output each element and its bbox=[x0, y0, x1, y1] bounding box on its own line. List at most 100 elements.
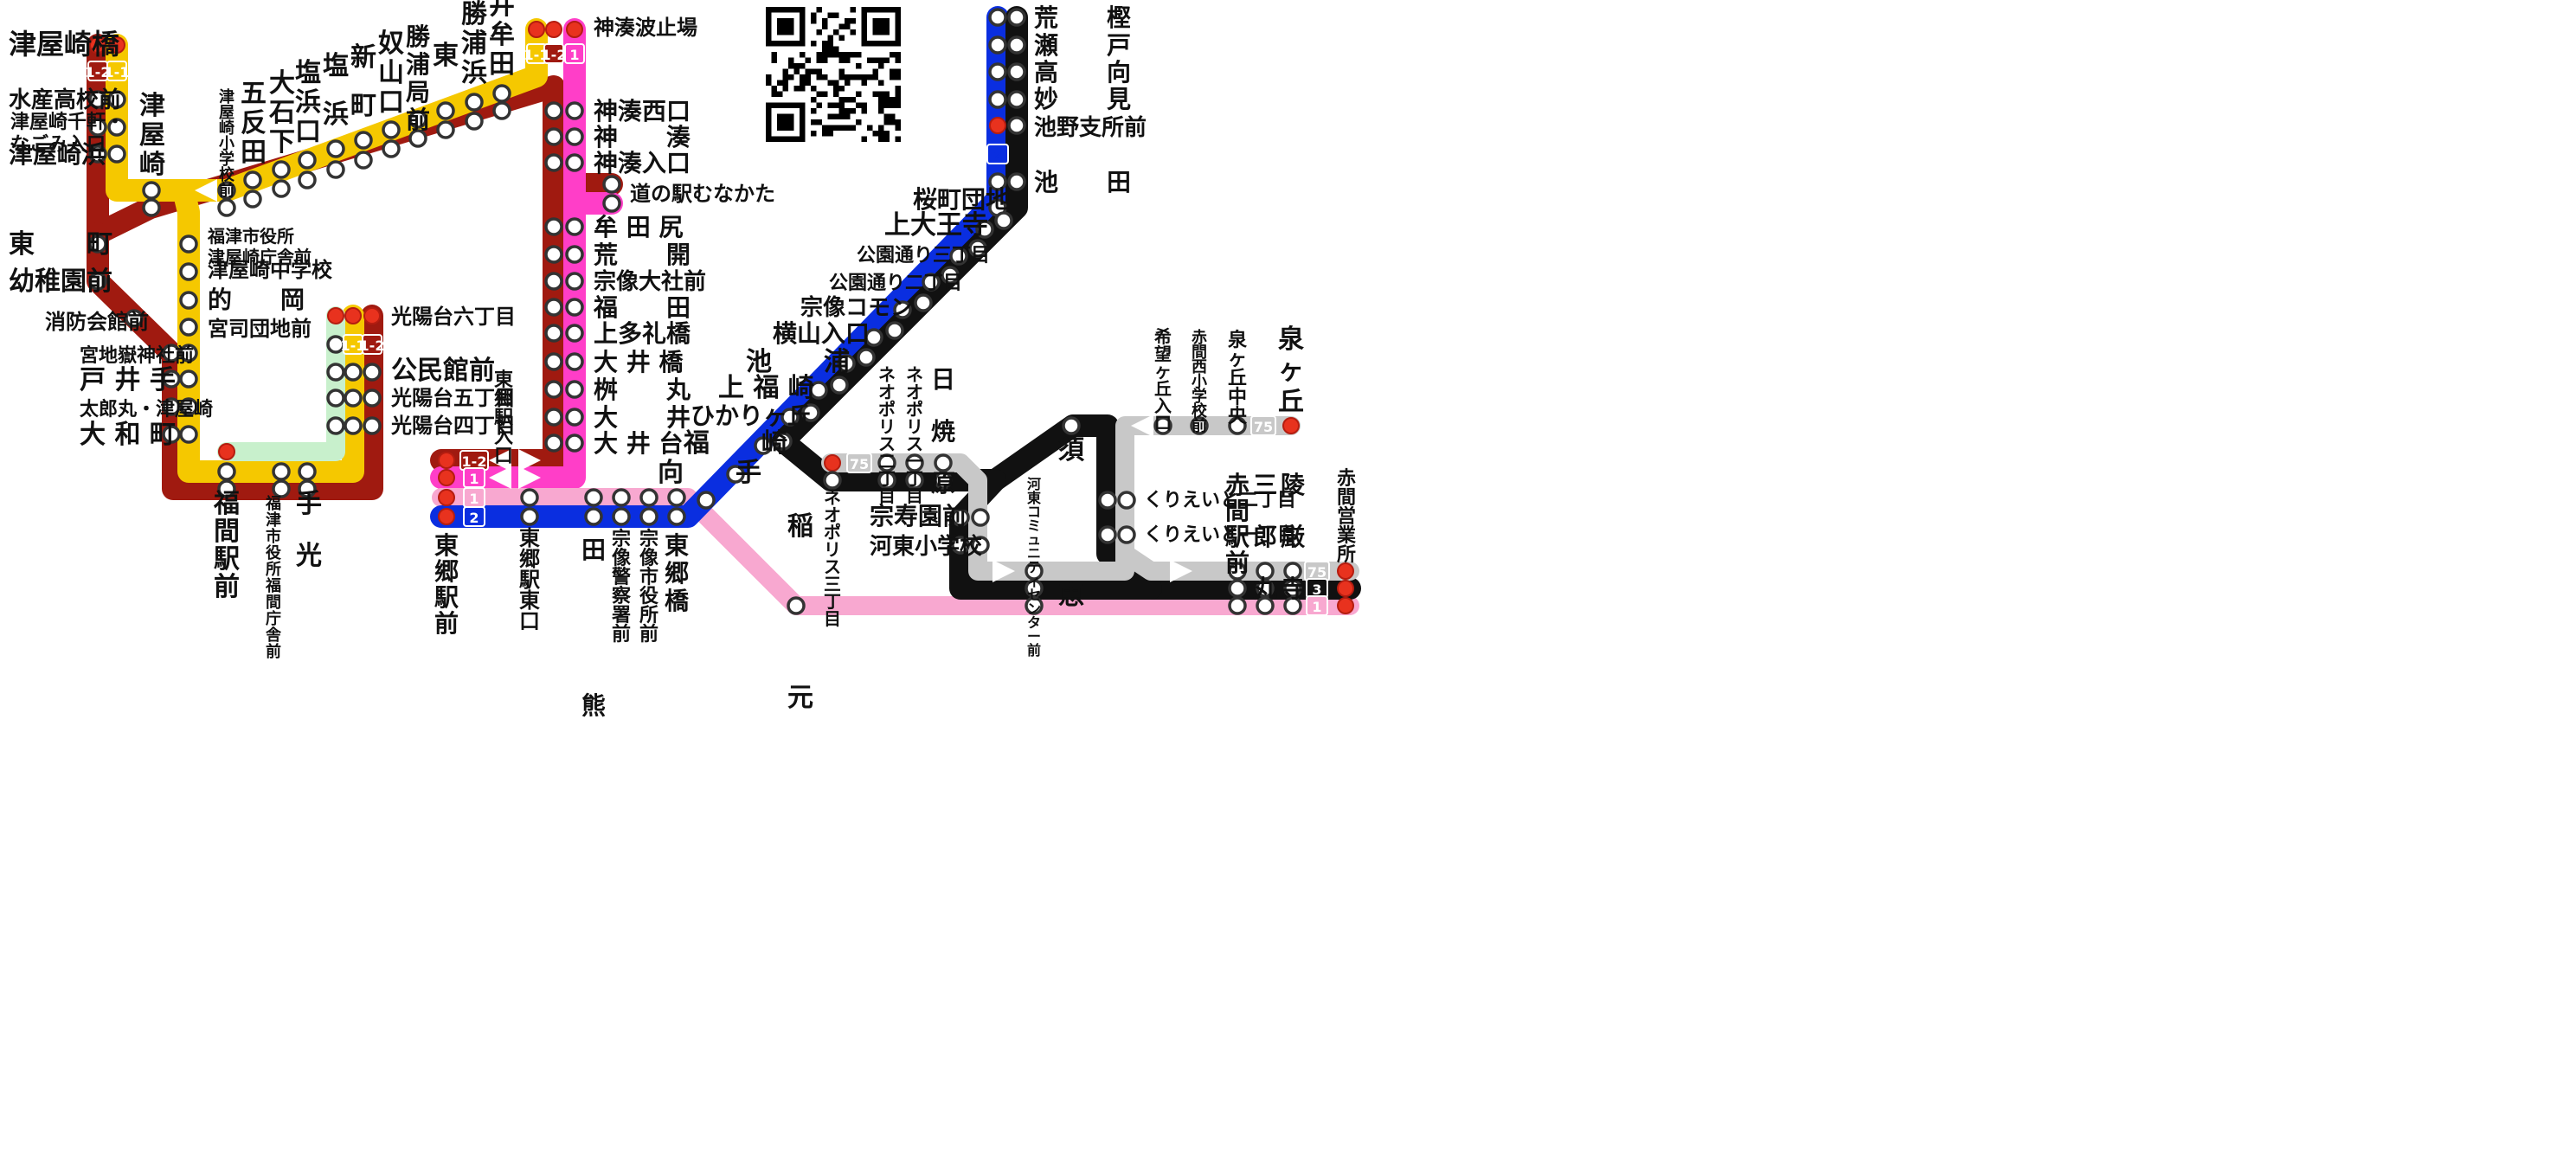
qr-module bbox=[878, 91, 884, 97]
station-marker bbox=[951, 508, 970, 527]
stop-label-neopolis3: ネオポリス三丁目 bbox=[824, 487, 841, 629]
station-marker bbox=[298, 170, 317, 189]
qr-module bbox=[856, 102, 862, 108]
qr-module bbox=[800, 80, 806, 86]
route-badge-box bbox=[362, 334, 382, 355]
qr-module bbox=[782, 86, 788, 92]
stop-label-tarouumaru: 太郎丸・津屋崎 bbox=[80, 398, 213, 421]
station-marker bbox=[544, 380, 563, 399]
terminal-marker bbox=[545, 21, 562, 38]
qr-module bbox=[816, 57, 822, 63]
station-marker bbox=[125, 309, 144, 328]
qr-module bbox=[822, 131, 828, 137]
qr-module bbox=[788, 74, 794, 80]
route-badge: 2 bbox=[463, 506, 485, 527]
station-marker bbox=[774, 432, 793, 451]
qr-module bbox=[827, 113, 833, 119]
qr-module bbox=[766, 80, 772, 86]
station-marker bbox=[971, 508, 990, 527]
terminal-marker bbox=[1282, 417, 1300, 434]
station-marker bbox=[217, 198, 236, 217]
station-marker bbox=[565, 272, 584, 291]
station-marker bbox=[326, 363, 345, 382]
qr-module bbox=[845, 57, 851, 63]
route-badge: 1-1 bbox=[524, 43, 549, 64]
station-marker bbox=[988, 35, 1007, 55]
qr-module bbox=[895, 91, 901, 97]
stop-label-araji: 荒 開 bbox=[594, 241, 691, 269]
qr-module bbox=[867, 125, 873, 131]
qr-module bbox=[856, 63, 862, 69]
route-badge-label: 1-2 bbox=[360, 337, 385, 354]
qr-module bbox=[867, 57, 873, 63]
station-marker bbox=[162, 397, 181, 416]
qr-module bbox=[827, 80, 833, 86]
terminal-marker bbox=[363, 307, 381, 324]
station-marker bbox=[823, 471, 842, 490]
stop-label-inamoto: 稲 元 bbox=[787, 511, 813, 713]
qr-module bbox=[883, 136, 890, 142]
station-marker bbox=[162, 425, 181, 444]
stations bbox=[88, 8, 1354, 615]
station-marker bbox=[179, 397, 198, 416]
qr-module bbox=[850, 97, 856, 103]
station-marker bbox=[565, 245, 584, 264]
stop-label-ikeura: 池 浦 bbox=[746, 347, 850, 377]
station-marker bbox=[612, 507, 631, 526]
stop-label-oidai: 大 井 台 bbox=[594, 429, 684, 458]
station-marker bbox=[544, 324, 563, 343]
route-badge: 1-2 bbox=[360, 334, 385, 355]
qr-module bbox=[856, 52, 862, 58]
stop-label-fukuda: 福 田 bbox=[593, 293, 691, 322]
route-badge: 1-2 bbox=[542, 43, 566, 64]
qr-module bbox=[833, 12, 839, 18]
stop-label-shobo-kaikanmae: 消防会館前 bbox=[45, 310, 149, 334]
qr-module bbox=[822, 46, 828, 52]
route-badge-box bbox=[564, 43, 585, 64]
qr-module bbox=[838, 57, 845, 63]
qr-module bbox=[845, 18, 851, 24]
qr-module bbox=[838, 113, 845, 119]
station-marker bbox=[877, 453, 896, 472]
stop-label-konominato-iriguchi: 神湊入口 bbox=[594, 149, 691, 177]
route-badge-label: 1 bbox=[469, 491, 479, 507]
station-marker bbox=[298, 151, 317, 170]
qr-module bbox=[800, 52, 806, 58]
qr-code-icon bbox=[762, 3, 904, 145]
station-marker bbox=[408, 110, 427, 129]
qr-finder-core bbox=[872, 18, 890, 35]
station-marker bbox=[1007, 116, 1026, 135]
qr-module bbox=[827, 41, 833, 47]
station-marker bbox=[436, 120, 455, 139]
stop-label-tsuyazaki-senken: 津屋崎千軒・なごみ入口 bbox=[10, 111, 125, 156]
terminal-marker bbox=[1337, 562, 1354, 580]
qr-module bbox=[872, 68, 878, 74]
qr-module bbox=[833, 102, 839, 108]
stop-label-neopolis2: ネオポリス二丁目 bbox=[878, 364, 896, 506]
station-marker bbox=[544, 272, 563, 291]
station-marker bbox=[1153, 416, 1172, 435]
qr-module bbox=[845, 52, 851, 58]
stop-label-shiyakusho-tsuyazaki: 福津市役所津屋崎庁舎前 bbox=[207, 226, 312, 267]
station-marker bbox=[1117, 491, 1136, 510]
stop-label-munakata-shiyakusho: 宗像市役所前 bbox=[639, 528, 659, 646]
route-badge: 1 bbox=[564, 43, 585, 64]
stop-label-ikeno-shishomae: 池野支所前 bbox=[1034, 114, 1147, 141]
station-marker bbox=[354, 151, 373, 170]
station-marker bbox=[565, 352, 584, 371]
stop-label-kato-community: 河東コミュニティセンター前 bbox=[1027, 476, 1041, 658]
qr-module bbox=[838, 102, 845, 108]
qr-module bbox=[895, 136, 901, 142]
stop-label-konominato: 神 湊 bbox=[594, 123, 691, 151]
terminal-marker bbox=[89, 36, 106, 54]
station-marker bbox=[667, 507, 686, 526]
qr-finder-core bbox=[777, 18, 794, 35]
station-marker bbox=[988, 172, 1007, 191]
stop-label-suisan-kokomae: 水産高校前 bbox=[9, 87, 121, 113]
arrow-right-icon bbox=[518, 449, 541, 472]
station-marker bbox=[934, 453, 953, 472]
qr-module bbox=[878, 136, 884, 142]
station-marker bbox=[1256, 562, 1275, 581]
station-marker bbox=[934, 471, 953, 490]
